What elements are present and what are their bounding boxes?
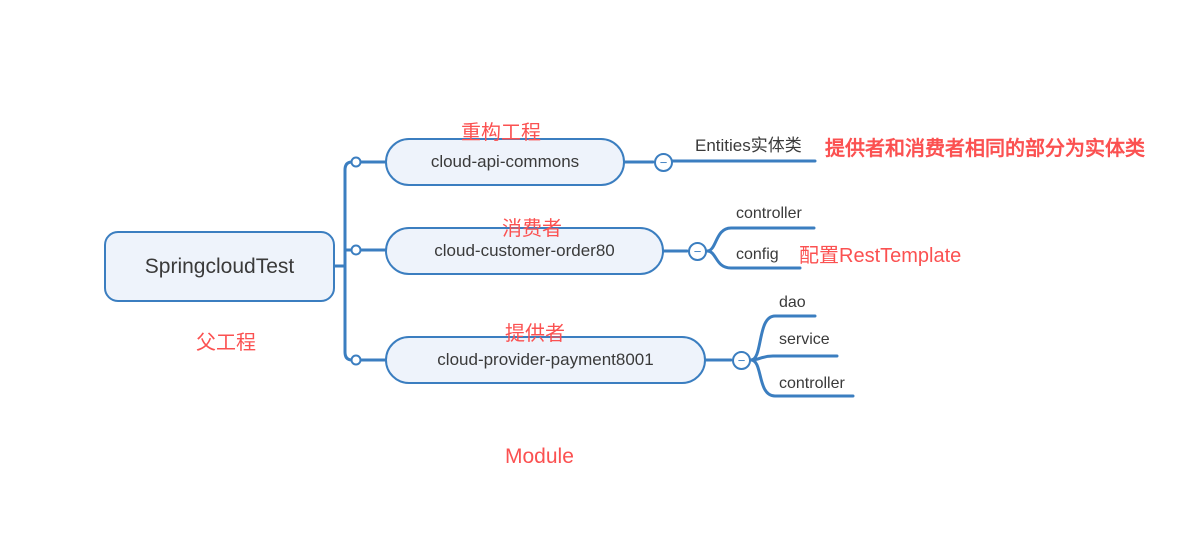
connector-bracket <box>343 160 354 362</box>
annotation-entities-note[interactable]: 提供者和消费者相同的部分为实体类 <box>825 138 1145 160</box>
collapse-button-branch2[interactable]: − <box>688 242 707 261</box>
root-node-springcloudtest[interactable]: SpringcloudTest <box>104 231 335 302</box>
leaf-node-order80-config[interactable]: config <box>736 246 779 263</box>
collapse-button-branch3[interactable]: − <box>732 351 751 370</box>
branch-node-cloud-api-commons[interactable]: cloud-api-commons <box>385 138 625 186</box>
leaf-node-order80-controller[interactable]: controller <box>736 205 802 222</box>
branch-tag-provider[interactable]: 提供者 <box>505 323 565 345</box>
leaf-node-payment8001-dao[interactable]: dao <box>779 294 806 311</box>
leaf-node-payment8001-controller[interactable]: controller <box>779 375 845 392</box>
leaf-node-entities[interactable]: Entities实体类 <box>695 136 802 155</box>
leafline-b3-controller <box>749 358 855 398</box>
root-annotation[interactable]: 父工程 <box>196 332 256 354</box>
attach-point-icon <box>350 244 362 256</box>
leafline-b2-config <box>705 249 802 270</box>
branch-tag-refactor[interactable]: 重构工程 <box>461 122 541 144</box>
leafline-b3-service <box>749 354 839 362</box>
branch-node-cloud-customer-order80[interactable]: cloud-customer-order80 <box>385 227 664 275</box>
attach-point-icon <box>350 156 362 168</box>
attach-point-icon <box>350 354 362 366</box>
collapse-button-branch1[interactable]: − <box>654 153 673 172</box>
annotation-resttemplate-note[interactable]: 配置RestTemplate <box>799 245 962 267</box>
branch-tag-consumer[interactable]: 消费者 <box>502 218 562 240</box>
module-label[interactable]: Module <box>505 445 574 468</box>
branch-node-cloud-provider-payment8001[interactable]: cloud-provider-payment8001 <box>385 336 706 384</box>
leaf-node-payment8001-service[interactable]: service <box>779 331 830 348</box>
